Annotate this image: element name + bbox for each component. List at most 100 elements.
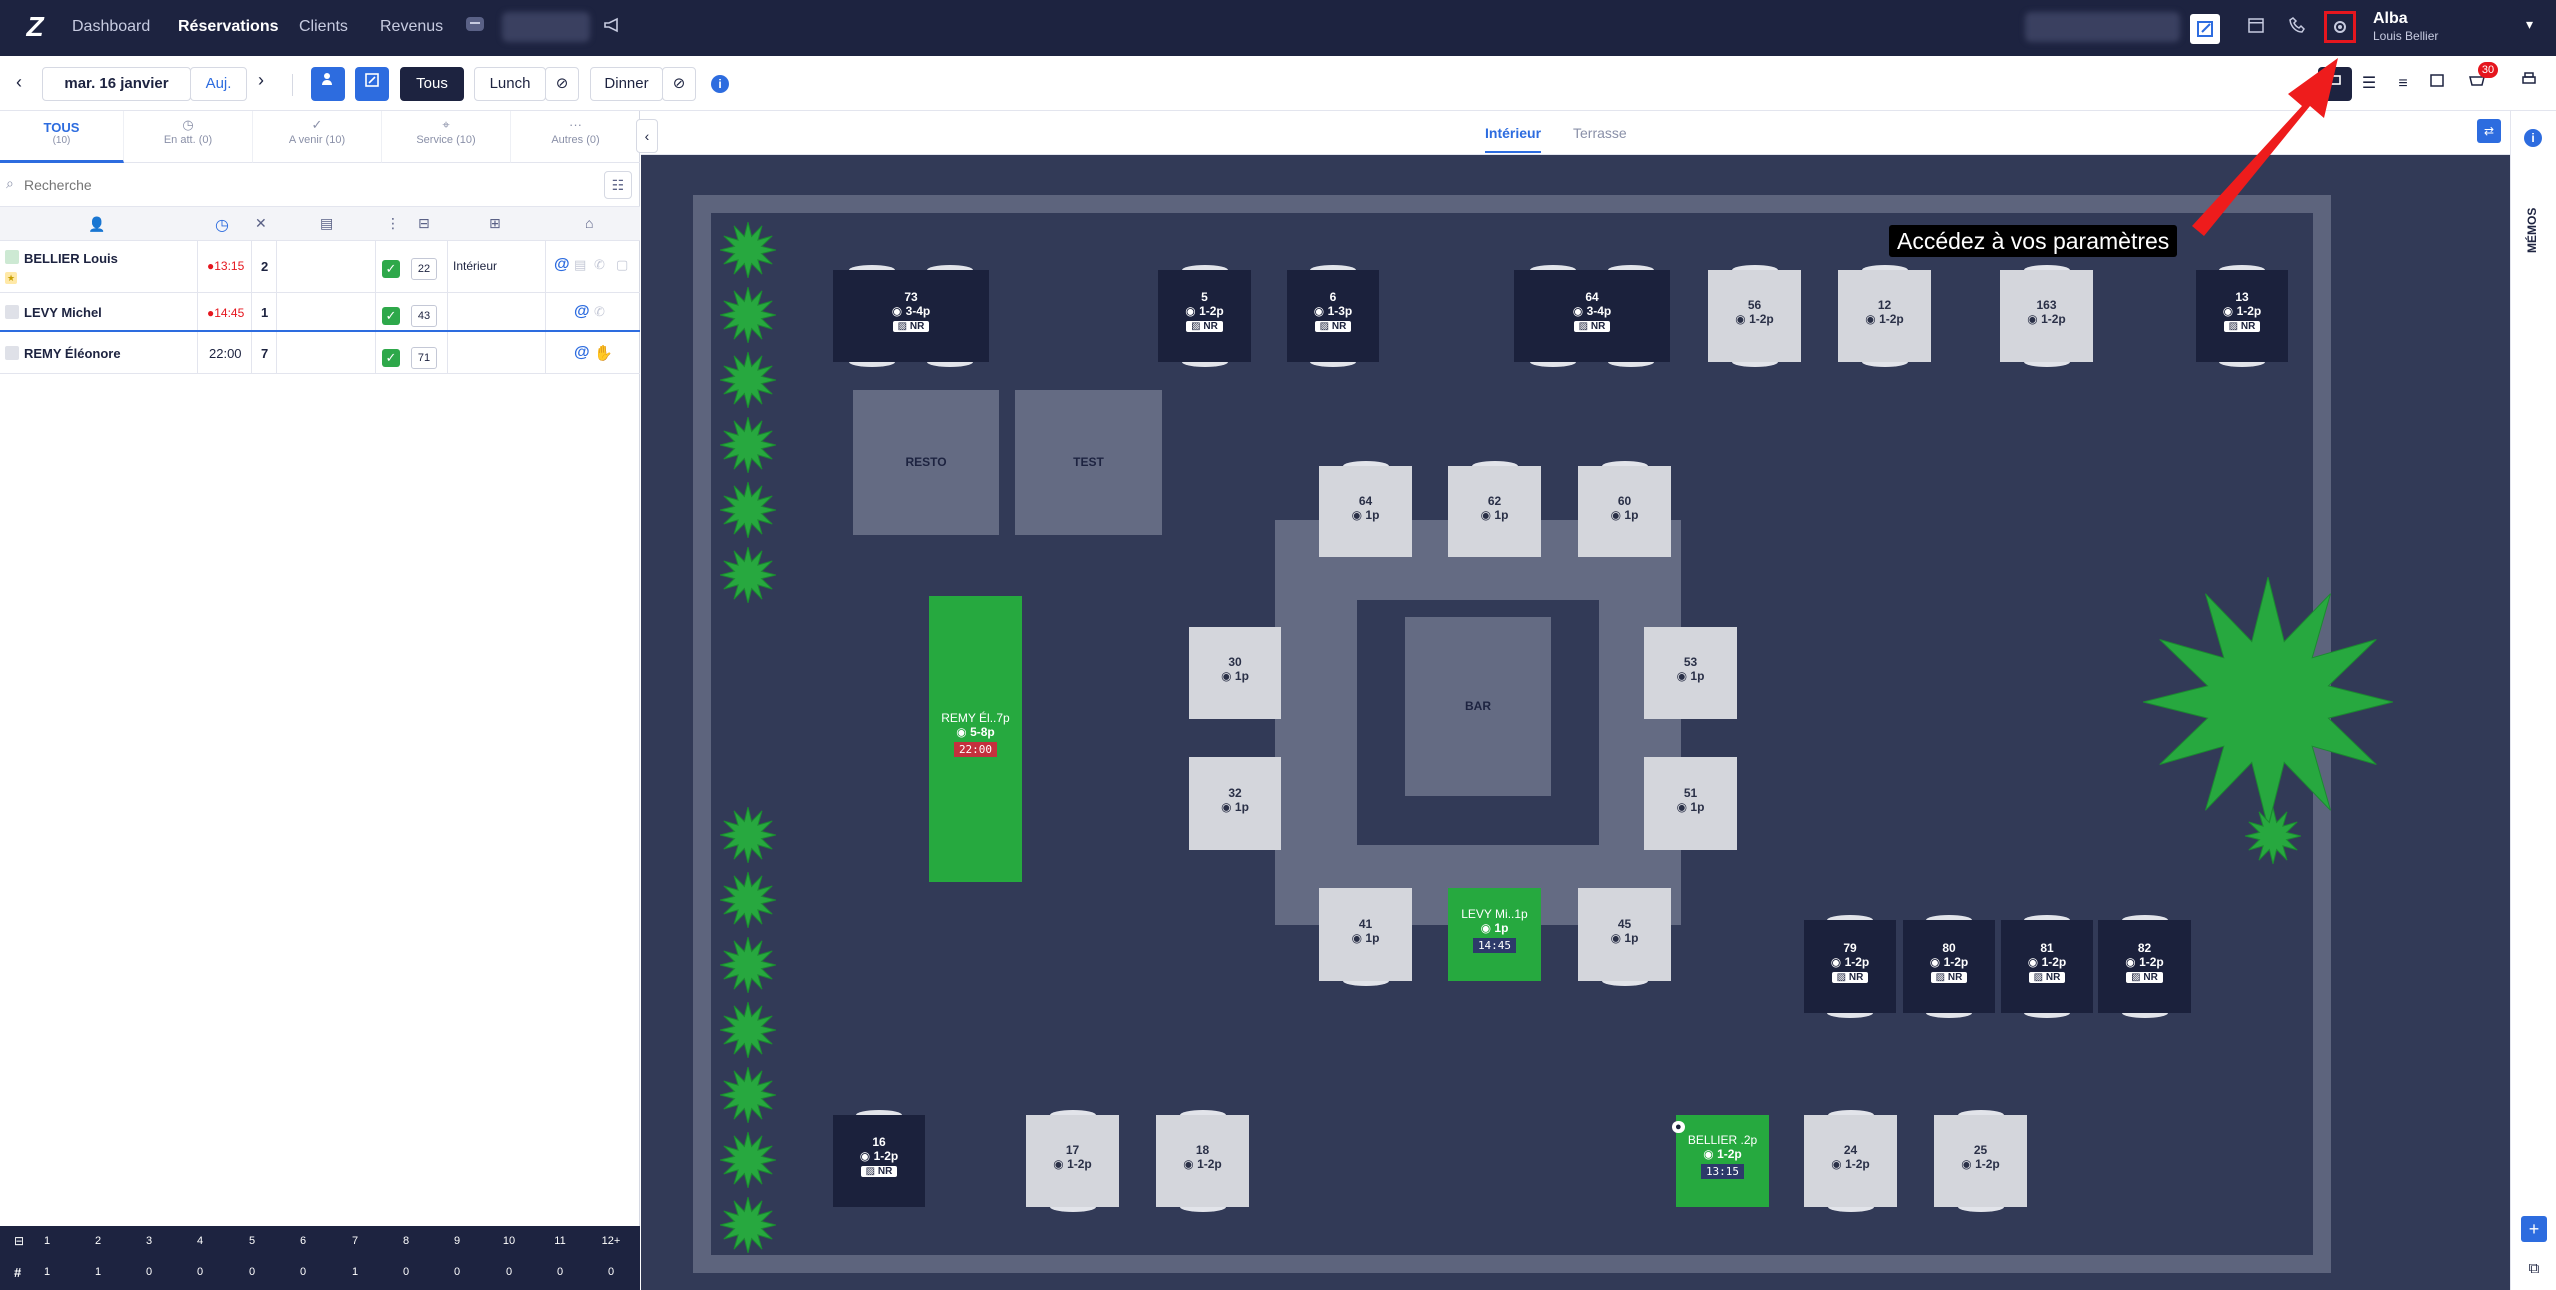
table-60[interactable]: 60◉ 1p bbox=[1578, 466, 1671, 557]
new-reservation-button[interactable] bbox=[2190, 14, 2220, 44]
tab-interieur[interactable]: Intérieur bbox=[1485, 125, 1542, 153]
add-walkin-button[interactable] bbox=[311, 67, 345, 101]
calendar-view-icon[interactable] bbox=[2420, 67, 2454, 101]
nav-revenus[interactable]: Revenus bbox=[380, 18, 444, 35]
table-6[interactable]: 6◉ 1-3p▨ NR bbox=[1287, 270, 1379, 362]
table-25[interactable]: 25◉ 1-2p bbox=[1934, 1115, 2027, 1207]
table-80[interactable]: 80◉ 1-2p▨ NR bbox=[1903, 920, 1995, 1013]
cutlery-icon[interactable]: ✕ bbox=[255, 215, 267, 231]
list-options-icon[interactable]: ☷ bbox=[604, 171, 632, 199]
table-5[interactable]: 5◉ 1-2p▨ NR bbox=[1158, 270, 1251, 362]
list-view-icon[interactable]: ≡ bbox=[2398, 75, 2408, 92]
guest-name[interactable]: BELLIER Louis bbox=[24, 251, 118, 266]
collapse-panel-icon[interactable]: ‹ bbox=[636, 119, 658, 153]
table-163[interactable]: 163◉ 1-2p bbox=[2000, 270, 2093, 362]
guest-name[interactable]: REMY Éléonore bbox=[24, 346, 121, 361]
table-81[interactable]: 81◉ 1-2p▨ NR bbox=[2001, 920, 2093, 1013]
email-icon[interactable]: @ bbox=[554, 256, 570, 273]
chat-icon[interactable] bbox=[461, 14, 489, 42]
table-30[interactable]: 30◉ 1p bbox=[1189, 627, 1281, 719]
table-row[interactable]: LEVY Michel ●14:45 1 @ ✆ bbox=[0, 293, 640, 332]
dinner-block-icon[interactable]: ⊘ bbox=[662, 67, 696, 101]
table-53[interactable]: 53◉ 1p bbox=[1644, 627, 1737, 719]
email-icon[interactable]: @ bbox=[574, 303, 590, 320]
table-row[interactable]: REMY Éléonore 22:00 7 @ ✋ bbox=[0, 332, 640, 374]
table-32[interactable]: 32◉ 1p bbox=[1189, 757, 1281, 850]
confirmed-checkbox[interactable]: ✓ bbox=[382, 260, 400, 278]
tab-all[interactable]: TOUS (10) bbox=[0, 111, 124, 163]
info-icon[interactable]: i bbox=[711, 75, 729, 93]
filter-dinner-button[interactable]: Dinner bbox=[590, 67, 663, 101]
table-82[interactable]: 82◉ 1-2p▨ NR bbox=[2098, 920, 2191, 1013]
status-menu-icon[interactable]: ⋮ bbox=[386, 215, 400, 231]
tab-terrasse[interactable]: Terrasse bbox=[1573, 125, 1627, 141]
phone-icon[interactable]: ✆ bbox=[594, 304, 605, 319]
nav-reservations[interactable]: Réservations bbox=[178, 18, 279, 35]
add-memo-button[interactable]: + bbox=[2521, 1216, 2547, 1242]
table-16[interactable]: 16◉ 1-2p▨ NR bbox=[833, 1115, 925, 1207]
zenchef-logo[interactable]: Z bbox=[26, 11, 44, 42]
search-input[interactable] bbox=[24, 171, 584, 199]
table-79[interactable]: 79◉ 1-2p▨ NR bbox=[1804, 920, 1896, 1013]
edit-button[interactable] bbox=[355, 67, 389, 101]
person-icon[interactable]: 👤 bbox=[88, 216, 106, 232]
table-73[interactable]: 73◉ 3-4p▨ NR bbox=[833, 270, 989, 362]
table-64[interactable]: 64◉ 3-4p▨ NR bbox=[1514, 270, 1670, 362]
tab-other[interactable]: ··· Autres (0) bbox=[511, 111, 640, 163]
filter-all-button[interactable]: Tous bbox=[400, 67, 464, 101]
document-icon[interactable]: ▢ bbox=[616, 257, 629, 272]
tab-upcoming[interactable]: ✓ A venir (10) bbox=[253, 111, 382, 163]
nav-clients[interactable]: Clients bbox=[299, 18, 348, 35]
settings-button[interactable] bbox=[2324, 11, 2356, 43]
nav-dashboard[interactable]: Dashboard bbox=[72, 18, 151, 35]
filter-lunch-button[interactable]: Lunch bbox=[474, 67, 546, 101]
table-icon[interactable]: ⊟ bbox=[418, 215, 430, 231]
phone-icon[interactable]: ✆ bbox=[594, 257, 605, 272]
table-12[interactable]: 12◉ 1-2p bbox=[1838, 270, 1931, 362]
guest-name[interactable]: LEVY Michel bbox=[24, 305, 102, 320]
timeline-view-icon[interactable]: ☰ bbox=[2361, 75, 2377, 92]
next-day-icon[interactable]: › bbox=[258, 70, 264, 90]
table-64[interactable]: 64◉ 1p bbox=[1319, 466, 1412, 557]
basket-icon[interactable] bbox=[2460, 67, 2494, 101]
confirmed-checkbox[interactable]: ✓ bbox=[382, 307, 400, 325]
previous-day-icon[interactable]: ‹ bbox=[16, 72, 22, 92]
note-icon[interactable]: ▤ bbox=[574, 257, 587, 272]
table-62[interactable]: 62◉ 1p bbox=[1448, 466, 1541, 557]
tag-icon[interactable]: ⌂ bbox=[585, 215, 594, 231]
table-number[interactable]: 71 bbox=[411, 347, 437, 369]
today-button[interactable]: Auj. bbox=[190, 67, 247, 101]
room-icon[interactable]: ⊞ bbox=[489, 215, 501, 231]
invoice-icon[interactable]: ▤ bbox=[320, 215, 334, 231]
tab-service[interactable]: ⌖ Service (10) bbox=[382, 111, 511, 163]
lunch-block-icon[interactable]: ⊘ bbox=[545, 67, 579, 101]
print-icon[interactable] bbox=[2512, 67, 2546, 101]
copy-icon[interactable]: ⧉ bbox=[2528, 1260, 2540, 1277]
info-icon[interactable]: i bbox=[2524, 129, 2542, 147]
table-number[interactable]: 22 bbox=[411, 258, 437, 280]
table-24[interactable]: 24◉ 1-2p bbox=[1804, 1115, 1897, 1207]
table-17[interactable]: 17◉ 1-2p bbox=[1026, 1115, 1119, 1207]
table-row[interactable]: BELLIER Louis ★ ●13:15 2 Intérieur @ ▤ ✆… bbox=[0, 241, 640, 293]
table-56[interactable]: 56◉ 1-2p bbox=[1708, 270, 1801, 362]
table-18[interactable]: 18◉ 1-2p bbox=[1156, 1115, 1249, 1207]
megaphone-icon[interactable] bbox=[598, 14, 626, 42]
tab-waiting[interactable]: ◷ En att. (0) bbox=[124, 111, 253, 163]
table-51[interactable]: 51◉ 1p bbox=[1644, 757, 1737, 850]
table-45[interactable]: 45◉ 1p bbox=[1578, 888, 1671, 981]
email-icon[interactable]: @ bbox=[574, 344, 590, 361]
memos-label[interactable]: MÉMOS bbox=[2525, 207, 2539, 253]
user-name[interactable]: Alba bbox=[2373, 10, 2408, 27]
confirmed-checkbox[interactable]: ✓ bbox=[382, 349, 400, 367]
table-13[interactable]: 13◉ 1-2p▨ NR bbox=[2196, 270, 2288, 362]
table-number[interactable]: 43 bbox=[411, 305, 437, 327]
date-picker[interactable]: mar. 16 janvier bbox=[42, 67, 191, 101]
phone-icon[interactable] bbox=[2284, 14, 2312, 42]
allergy-icon[interactable]: ✋ bbox=[594, 345, 613, 362]
calendar-icon[interactable] bbox=[2242, 14, 2270, 42]
table-41[interactable]: 41◉ 1p bbox=[1319, 888, 1412, 981]
time-sort-icon[interactable]: ◷ bbox=[215, 217, 229, 234]
